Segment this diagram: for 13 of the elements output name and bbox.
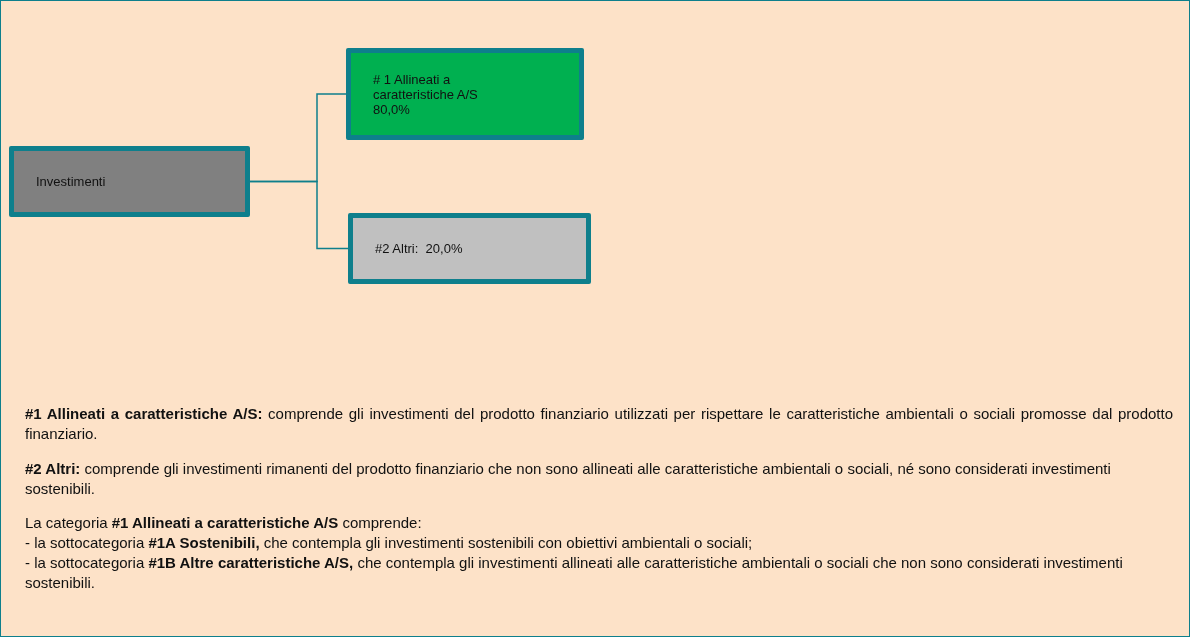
description-text: - la sottocategoria #1A Sostenibili, che contempla gli investimenti sostenibili con obiettivi ambientali o sociali; — [25, 533, 754, 553]
category-box — [348, 213, 591, 284]
description-text: #1 Allineati a caratteristiche A/S: comprende gli investimenti del prodotto finanziario utilizzati per rispettare le caratteristiche ambientali o sociali promosse dal prodotto finanziario. — [25, 404, 1173, 444]
node-label: # 1 Allineati a caratteristiche A/S — [373, 71, 479, 102]
connector-line — [249, 180, 349, 250]
root-box — [9, 146, 250, 217]
category-box — [346, 48, 584, 140]
node-label: Investimenti — [36, 174, 107, 189]
node-label: #2 Altri: 20,0% — [375, 241, 464, 256]
description-text: La categoria #1 Allineati a caratteristiche A/S comprende: — [25, 513, 423, 533]
description-text: - la sottocategoria #1B Altre caratteristiche A/S, che contempla gli investimenti allineati alle caratteristiche ambientali o sociali che non sono considerati investimenti sostenibili. — [25, 553, 1124, 593]
description-text: #2 Altri: comprende gli investimenti rimanenti del prodotto finanziario che non sono allineati alle caratteristiche ambientali o sociali, né sono considerati investimenti sostenibili. — [25, 459, 1112, 499]
node-label: 80,0% — [373, 101, 411, 117]
